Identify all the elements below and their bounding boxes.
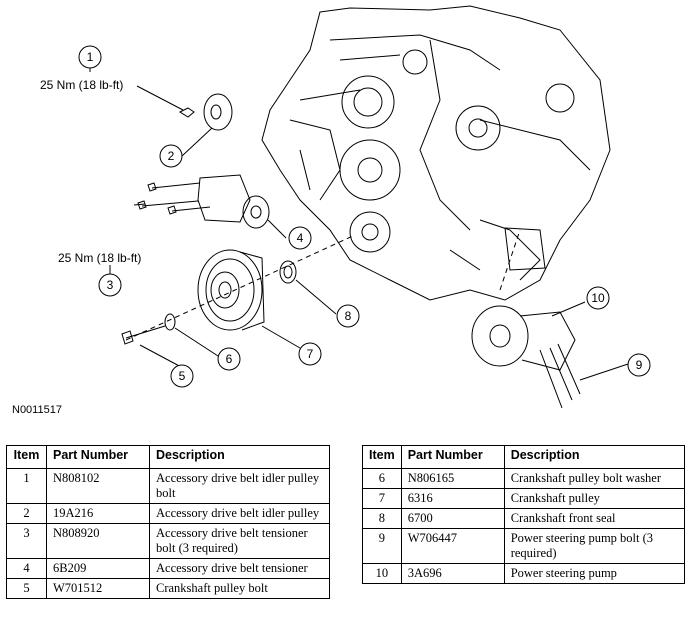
parts-table-left: Item Part Number Description 1 N808102 A… (6, 445, 330, 599)
callout-8: 8 (345, 309, 352, 323)
cell-part-number: N806165 (400, 468, 505, 489)
pump-bolt (539, 343, 581, 409)
cell-item: 9 (362, 528, 402, 564)
table-row: 9 W706447 Power steering pump bolt (3 re… (362, 528, 686, 564)
callout-2: 2 (168, 149, 175, 163)
torque-label-1: 25 Nm (18 lb-ft) (40, 78, 123, 92)
cell-part-number: W701512 (46, 578, 150, 599)
cell-part-number: 3A696 (400, 563, 505, 584)
cell-part-number: 6700 (400, 508, 505, 529)
header-part-number: Part Number (400, 445, 505, 469)
callout-circle-10 (586, 286, 610, 310)
cell-part-number: W706447 (400, 528, 505, 564)
upper-pulley-right (455, 105, 501, 151)
parts-table-right: Item Part Number Description 6 N806165 C… (362, 445, 686, 584)
cam-gear (341, 75, 395, 129)
callout-1: 1 (87, 50, 94, 64)
cell-description: Accessory drive belt tensioner (149, 558, 330, 579)
power-steering-pump (519, 311, 576, 371)
engine-block (261, 5, 611, 301)
cell-description: Crankshaft pulley bolt (149, 578, 330, 599)
cell-item: 7 (362, 488, 402, 509)
tensioner-pulley (242, 195, 270, 229)
tensioner (197, 174, 251, 223)
cell-description: Power steering pump bolt (3 required) (503, 528, 686, 564)
water-pump (339, 139, 401, 201)
cell-item: 5 (6, 578, 47, 599)
cell-description: Accessory drive belt idler pulley bolt (149, 468, 330, 504)
cell-item: 10 (362, 563, 402, 584)
cell-part-number: 6316 (400, 488, 505, 509)
header-item: Item (362, 445, 402, 469)
table-row: 1 N808102 Accessory drive belt idler pul… (6, 468, 330, 504)
cell-part-number: N808920 (46, 523, 150, 559)
idler-pulley (203, 93, 233, 131)
cell-item: 3 (6, 523, 47, 559)
callout-7: 7 (307, 347, 314, 361)
table-row: 3 N808920 Accessory drive belt tensioner… (6, 523, 330, 559)
power-steering-pulley (471, 305, 529, 367)
header-part-number: Part Number (46, 445, 150, 469)
callout-3: 3 (107, 278, 114, 292)
crankshaft-pulley (197, 249, 263, 331)
callout-circle-7 (298, 342, 322, 366)
cell-description: Crankshaft pulley (503, 488, 686, 509)
tensioner-bolt (141, 182, 211, 212)
header-item: Item (6, 445, 47, 469)
callout-circle-2 (159, 144, 183, 168)
callout-circle-9 (627, 353, 651, 377)
callout-circle-6 (217, 347, 241, 371)
table-row: 8 6700 Crankshaft front seal (362, 508, 686, 529)
front-seal (279, 260, 297, 284)
callout-circle-4 (288, 226, 312, 250)
table-row: 7 6316 Crankshaft pulley (362, 488, 686, 509)
callout-circle-3 (98, 273, 122, 297)
table-header-row: Item Part Number Description (362, 445, 686, 469)
callout-9: 9 (636, 358, 643, 372)
table-row: 5 W701512 Crankshaft pulley bolt (6, 578, 330, 599)
cell-part-number: N808102 (46, 468, 150, 504)
pulley-washer (164, 313, 176, 331)
callout-circle-5 (170, 364, 194, 388)
cell-description: Power steering pump (503, 563, 686, 584)
cell-item: 8 (362, 508, 402, 529)
crankshaft-bolt (121, 325, 166, 345)
front-cover-hub (349, 211, 391, 253)
cell-description: Crankshaft pulley bolt washer (503, 468, 686, 489)
cell-part-number: 6B209 (46, 558, 150, 579)
cell-description: Accessory drive belt idler pulley (149, 503, 330, 524)
cell-part-number: 19A216 (46, 503, 150, 524)
figure-id: N0011517 (12, 404, 62, 416)
idler-bolt (178, 107, 195, 118)
table-row: 10 3A696 Power steering pump (362, 563, 686, 584)
engine-exploded-diagram: 1 2 3 4 5 6 7 8 9 10 25 Nm (18 lb-ft) 25… (40, 5, 651, 409)
callout-10: 10 (591, 291, 605, 305)
callout-4: 4 (297, 231, 304, 245)
cell-description: Accessory drive belt tensioner bolt (3 r… (149, 523, 330, 559)
callout-circle-8 (336, 304, 360, 328)
cell-item: 6 (362, 468, 402, 489)
cell-item: 4 (6, 558, 47, 579)
table-row: 6 N806165 Crankshaft pulley bolt washer (362, 468, 686, 489)
cell-description: Crankshaft front seal (503, 508, 686, 529)
table-row: 2 19A216 Accessory drive belt idler pull… (6, 503, 330, 524)
callout-6: 6 (226, 352, 233, 366)
header-description: Description (503, 445, 686, 469)
torque-label-3: 25 Nm (18 lb-ft) (58, 251, 141, 265)
callout-5: 5 (179, 369, 186, 383)
table-header-row: Item Part Number Description (6, 445, 330, 469)
callout-circle-1 (78, 45, 102, 69)
cell-item: 1 (6, 468, 47, 504)
table-row: 4 6B209 Accessory drive belt tensioner (6, 558, 330, 579)
cell-item: 2 (6, 503, 47, 524)
leader-lines (89, 60, 629, 381)
header-description: Description (149, 445, 330, 469)
